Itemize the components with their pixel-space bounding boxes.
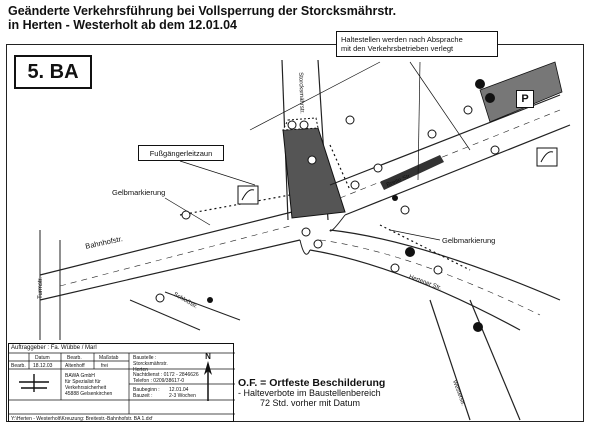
title-line-2: in Herten - Westerholt ab dem 12.01.04	[8, 18, 238, 32]
parking-sign: P	[516, 90, 534, 108]
note-line-1: - Halteverbote im Baustellenbereich	[238, 388, 381, 398]
baustelle-1: Storcksmährstr.	[133, 361, 168, 367]
info-block: Auftraggeber : Fa. Wübbe / Marl Datum Be…	[8, 343, 235, 422]
baubeginn-label: Baubeginn :	[133, 387, 160, 393]
bauzeit: 2-3 Wochen	[169, 393, 196, 399]
pedestrian-fence	[179, 194, 291, 216]
road-westerstr	[429, 299, 471, 421]
pedestrian-fence-legend: Fußgängerleitzaun	[138, 145, 224, 161]
info-grid	[9, 352, 235, 415]
baubeginn: 12.01.04	[169, 387, 189, 393]
company-logo-icon	[19, 374, 49, 392]
note-heading: O.F. = Ortfeste Beschilderung	[238, 377, 386, 389]
note-line-2: 72 Std. vorher mit Datum	[260, 398, 361, 408]
nachtdienst: Nachtdienst : 0172 - 2846626	[133, 372, 199, 378]
road-schlossstr	[129, 299, 201, 331]
callout-line-1: Haltestellen werden nach Absprache	[341, 35, 463, 44]
title-line-1: Geänderte Verkehrsführung bei Vollsperru…	[8, 4, 397, 18]
signage-note: O.F. = Ortfeste Beschilderung - Haltever…	[238, 378, 416, 408]
bauzeit-label: Bauzeit :	[133, 393, 153, 399]
north-arrow: N	[201, 352, 215, 404]
col-massstab: Maßstab	[99, 355, 119, 361]
traffic-signs	[155, 105, 500, 303]
company-1: BAWA GmbH	[65, 373, 95, 379]
label-gelbmarkierung-left: Gelbmarkierung	[112, 188, 166, 197]
callout-line-2: mit den Verkehrsbetrieben verlegt	[341, 44, 454, 53]
map-frame	[6, 44, 584, 422]
label-turmstr: Turmstr.	[37, 277, 44, 299]
sign-posts-dark	[207, 79, 495, 332]
road-bahnhofstr	[39, 209, 301, 276]
company-3: Verkehrssicherheit	[65, 385, 107, 391]
curve-warning-signs	[237, 147, 558, 205]
north-arrow-icon	[204, 361, 212, 401]
company-4: 45888 Gelsenkirchen	[65, 391, 113, 397]
bus-stop-callout: Haltestellen werden nach Absprache mit d…	[336, 31, 498, 57]
row-scale: frei	[101, 363, 108, 369]
row-name: Altenhoff	[65, 363, 85, 369]
row-date: 18.12.03	[33, 363, 53, 369]
row-bearb: Bearb.	[11, 363, 26, 369]
col-datum: Datum	[35, 355, 50, 361]
map-title: Geänderte Verkehrsführung bei Vollsperru…	[8, 4, 396, 32]
label-gelbmarkierung-right: Gelbmarkierung	[442, 236, 496, 245]
construction-phase-label: 5. BA	[14, 55, 92, 89]
road-breitestr	[329, 94, 561, 186]
baustelle-2: Herten	[133, 367, 149, 373]
col-bearb: Bearb.	[67, 355, 82, 361]
file-footer: Y:\Herten - Westerholt\Kreuzung: Breites…	[11, 416, 153, 422]
company-2: für Spezialist für	[65, 379, 101, 385]
bus-stop-area	[380, 155, 444, 190]
closure-area	[282, 127, 346, 219]
road-hertenerstr	[309, 249, 521, 331]
telefon: Telefon : 0209/38617-0	[133, 378, 185, 384]
auftraggeber: Auftraggeber : Fa. Wübbe / Marl	[11, 345, 97, 351]
north-label: N	[205, 352, 211, 361]
baustelle-label: Baustelle :	[133, 355, 157, 361]
